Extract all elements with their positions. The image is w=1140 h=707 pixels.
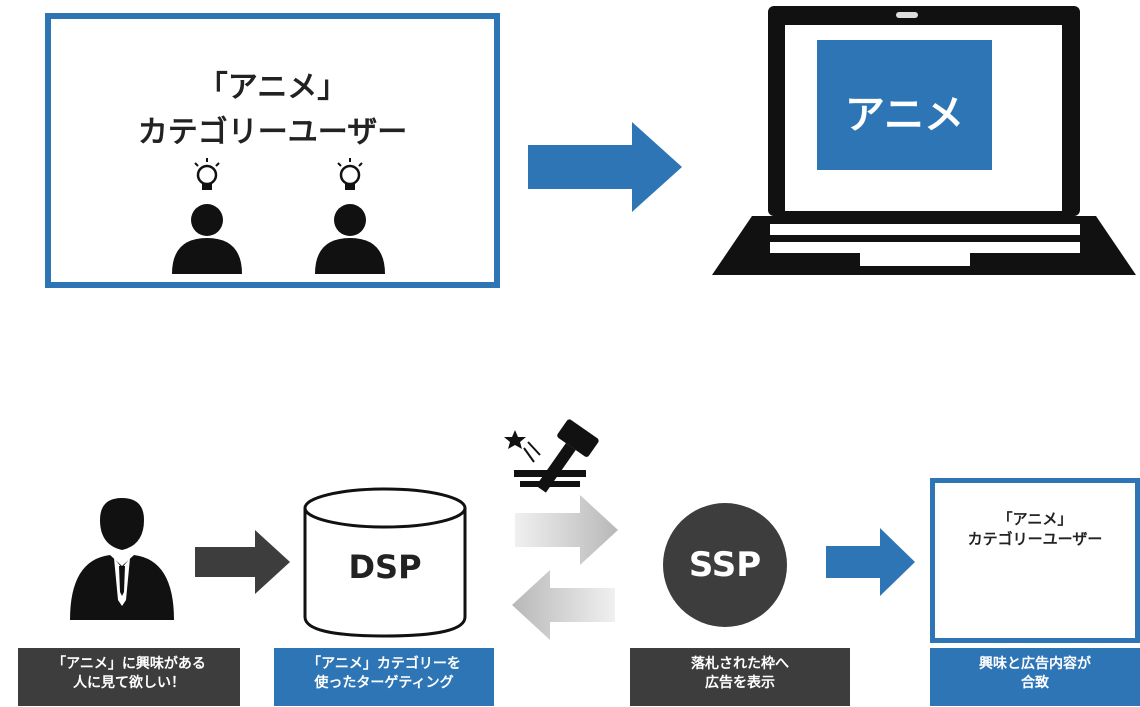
arrow-right-icon — [826, 528, 915, 596]
caption-ssp: 落札された枠へ 広告を表示 — [630, 648, 850, 706]
laptop-icon — [712, 6, 1136, 275]
panel-title-line1: 「アニメ」 — [197, 70, 348, 105]
caption-line: 「アニメ」カテゴリーを — [307, 656, 461, 672]
caption-line: 使ったターゲティング — [314, 675, 454, 691]
caption-line: 落札された枠へ — [691, 656, 789, 672]
caption-line: 「アニメ」に興味がある — [52, 656, 206, 672]
caption-advertiser: 「アニメ」に興味がある 人に見て欲しい！ — [18, 648, 240, 706]
lightbulb-icon — [194, 158, 220, 190]
laptop-screen-text: アニメ — [844, 92, 965, 138]
lightbulb-icon — [337, 158, 363, 190]
matched-user-panel — [930, 478, 1140, 643]
mini-title-line1: 「アニメ」 — [997, 510, 1073, 528]
caption-match: 興味と広告内容が 合致 — [930, 648, 1140, 706]
user-icon — [172, 158, 242, 274]
arrow-right-icon — [515, 495, 618, 565]
dsp-label: DSP — [348, 548, 422, 586]
caption-line: 興味と広告内容が — [979, 656, 1091, 672]
gavel-icon — [504, 419, 599, 493]
user-icon — [315, 158, 385, 274]
caption-dsp: 「アニメ」カテゴリーを 使ったターゲティング — [274, 648, 494, 706]
caption-line: 人に見て欲しい！ — [73, 675, 185, 691]
caption-line: 合致 — [1021, 675, 1049, 691]
dsp-database-icon — [303, 487, 467, 638]
arrow-right-icon — [195, 530, 290, 594]
mini-title-line2: カテゴリーユーザー — [967, 530, 1103, 548]
ssp-label: SSP — [688, 545, 762, 585]
anime-user-panel — [45, 13, 500, 288]
caption-line: 広告を表示 — [705, 675, 775, 691]
arrow-left-icon — [512, 570, 615, 640]
businessman-icon — [70, 498, 174, 620]
panel-title-line2: カテゴリーユーザー — [137, 115, 408, 150]
ssp-circle — [663, 503, 787, 627]
arrow-right-icon — [528, 122, 682, 212]
